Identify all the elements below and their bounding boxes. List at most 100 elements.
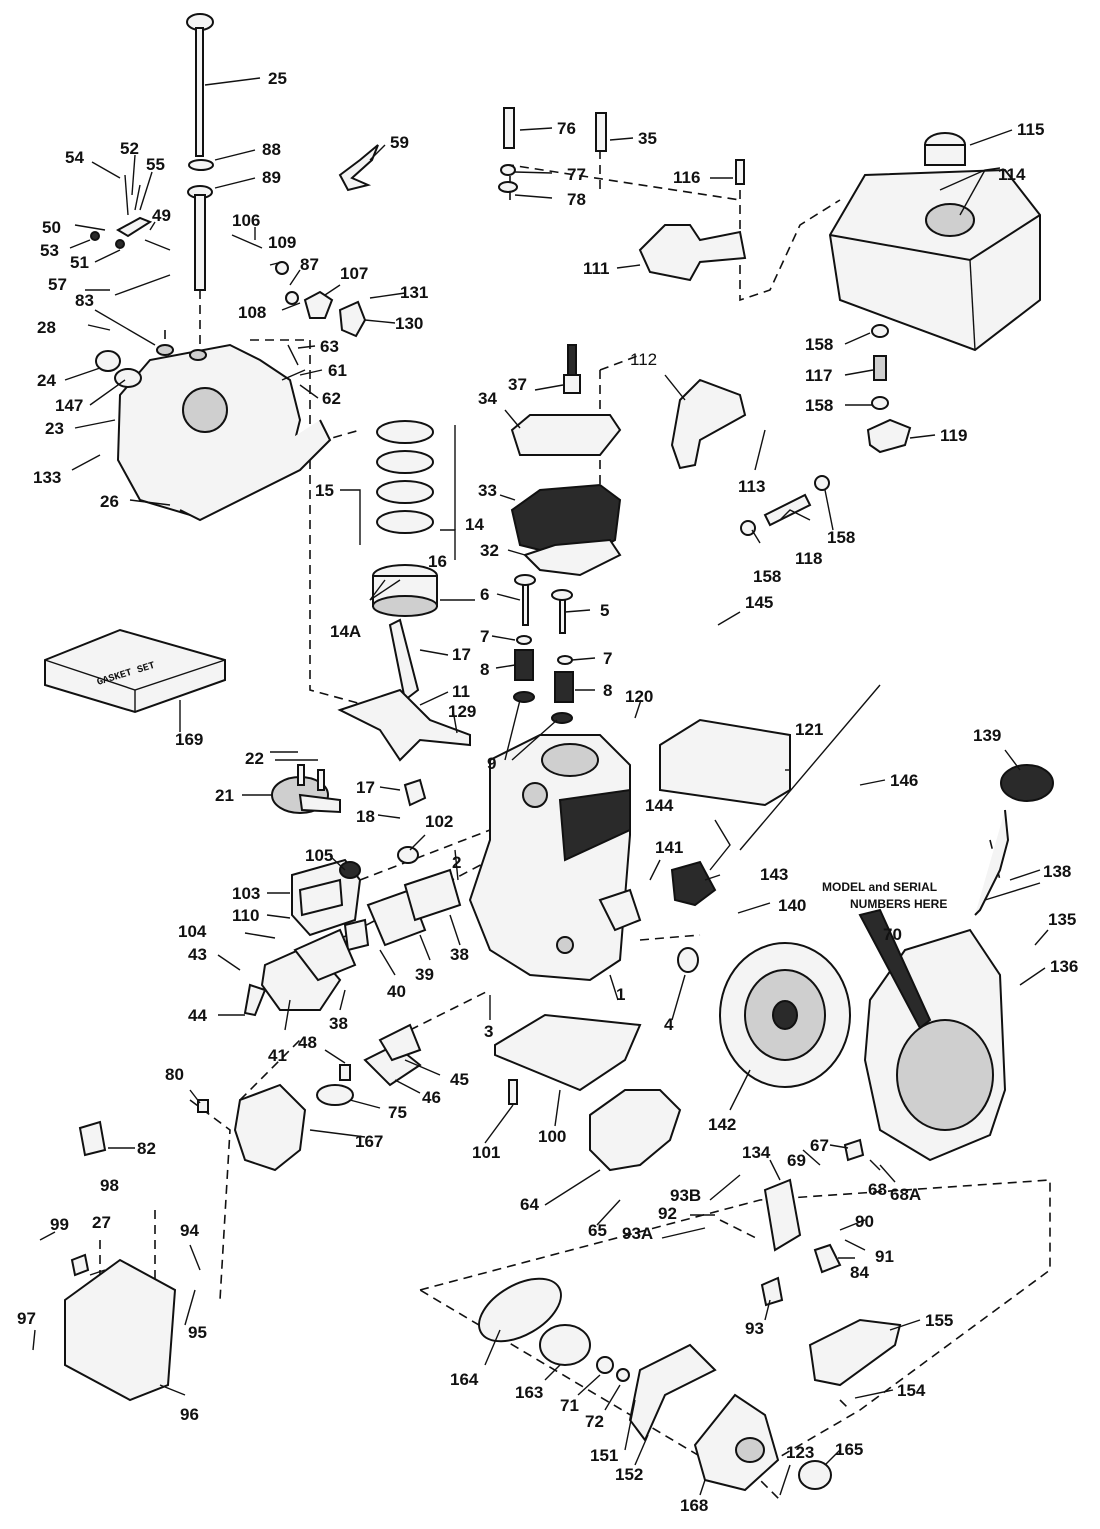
callout-3: 3 xyxy=(484,1022,493,1041)
callout-116: 116 xyxy=(673,168,700,187)
brake-bracket-part xyxy=(589,1089,682,1172)
callout-5: 5 xyxy=(600,601,609,620)
callout-84: 84 xyxy=(850,1263,869,1282)
callout-151: 151 xyxy=(590,1446,618,1465)
callout-134: 134 xyxy=(742,1143,771,1162)
model-serial-note-line1: MODEL and SERIAL xyxy=(822,880,937,894)
callout-158-b: 158 xyxy=(805,396,833,415)
callout-41: 41 xyxy=(268,1046,287,1065)
callout-133: 133 xyxy=(33,468,61,487)
callout-94: 94 xyxy=(180,1221,199,1240)
callout-119: 119 xyxy=(940,426,967,445)
ignition-module-part xyxy=(670,819,731,907)
callout-117: 117 xyxy=(805,366,832,385)
callout-50: 50 xyxy=(42,218,61,237)
callout-82: 82 xyxy=(137,1139,156,1158)
callout-17-b: 17 xyxy=(356,778,375,797)
callout-141: 141 xyxy=(655,838,683,857)
callout-28: 28 xyxy=(37,318,56,337)
blower-housing-part xyxy=(858,908,1007,1162)
callout-49: 49 xyxy=(152,206,171,225)
valves-part xyxy=(513,574,574,724)
callout-68a: 68A xyxy=(890,1185,921,1204)
callout-83: 83 xyxy=(75,291,94,310)
callout-101: 101 xyxy=(472,1143,500,1162)
callout-46: 46 xyxy=(422,1088,441,1107)
air-cleaner-cover-part xyxy=(64,1120,177,1402)
callout-labels: 25 88 89 59 54 52 55 49 50 53 51 57 83 2… xyxy=(17,69,1078,1515)
callout-22: 22 xyxy=(245,749,264,768)
callout-118: 118 xyxy=(795,549,822,568)
callout-123: 123 xyxy=(786,1443,814,1462)
callout-69: 69 xyxy=(787,1151,806,1170)
governor-linkage-part xyxy=(90,174,171,296)
callout-95: 95 xyxy=(188,1323,207,1342)
callout-64: 64 xyxy=(520,1195,539,1214)
callout-33: 33 xyxy=(478,481,497,500)
model-serial-note: MODEL and SERIAL NUMBERS HERE xyxy=(822,880,947,911)
muffler-part xyxy=(243,846,462,1017)
callout-111: 111 xyxy=(583,259,610,278)
callout-7-b: 7 xyxy=(603,649,612,668)
camshaft-part xyxy=(271,764,341,814)
callout-1: 1 xyxy=(616,985,625,1004)
callout-93a: 93A xyxy=(622,1224,653,1243)
callout-68: 68 xyxy=(868,1180,887,1199)
callout-14a: 14A xyxy=(330,622,361,641)
callout-169: 169 xyxy=(175,730,203,749)
callout-32: 32 xyxy=(480,541,499,560)
callout-39: 39 xyxy=(415,965,434,984)
callout-165: 165 xyxy=(835,1440,863,1459)
callout-38-b: 38 xyxy=(329,1014,348,1033)
callout-35: 35 xyxy=(638,129,657,148)
starter-cup-part xyxy=(478,1277,630,1382)
callout-114: 114 xyxy=(998,165,1026,184)
callout-80: 80 xyxy=(165,1065,184,1084)
callout-154: 154 xyxy=(897,1381,926,1400)
gasket-set-box-part: GASKET SET xyxy=(44,628,226,714)
callout-27: 27 xyxy=(92,1213,111,1232)
callout-108: 108 xyxy=(238,303,266,322)
callout-158-c: 158 xyxy=(827,528,855,547)
callout-152: 152 xyxy=(615,1465,643,1484)
callout-62: 62 xyxy=(322,389,341,408)
callout-167: 167 xyxy=(355,1132,383,1151)
callout-61: 61 xyxy=(328,361,347,380)
bolts-76-35-part xyxy=(498,107,745,193)
callout-145: 145 xyxy=(745,593,773,612)
callout-143: 143 xyxy=(760,865,788,884)
callout-77: 77 xyxy=(567,165,586,184)
callout-155: 155 xyxy=(925,1311,953,1330)
callout-51: 51 xyxy=(70,253,89,272)
callout-135: 135 xyxy=(1048,910,1076,929)
leader-lines xyxy=(32,77,1049,1496)
starter-handle-part xyxy=(808,1318,902,1387)
callout-163: 163 xyxy=(515,1383,543,1402)
callout-146: 146 xyxy=(890,771,918,790)
callout-65: 65 xyxy=(588,1221,607,1240)
callout-24: 24 xyxy=(37,371,56,390)
base-plate-part xyxy=(494,1013,642,1105)
parts: GASKET SET xyxy=(44,13,1054,1492)
callout-140: 140 xyxy=(778,896,806,915)
callout-67: 67 xyxy=(810,1136,829,1155)
callout-7-a: 7 xyxy=(480,627,489,646)
callout-93: 93 xyxy=(745,1319,764,1338)
carburetor-part xyxy=(197,1023,422,1172)
callout-78: 78 xyxy=(567,190,586,209)
callout-120: 120 xyxy=(625,687,653,706)
crankcase-cover-part xyxy=(95,343,332,522)
callout-25: 25 xyxy=(268,69,287,88)
model-serial-note-line2: NUMBERS HERE xyxy=(850,897,947,911)
callout-38-a: 38 xyxy=(450,945,469,964)
callout-104: 104 xyxy=(178,922,207,941)
callout-54: 54 xyxy=(65,148,84,167)
callout-48: 48 xyxy=(298,1033,317,1052)
callout-59: 59 xyxy=(390,133,409,152)
callout-109: 109 xyxy=(268,233,296,252)
callout-57: 57 xyxy=(48,275,67,294)
callout-103: 103 xyxy=(232,884,260,903)
callout-164: 164 xyxy=(450,1370,479,1389)
callout-23: 23 xyxy=(45,419,64,438)
